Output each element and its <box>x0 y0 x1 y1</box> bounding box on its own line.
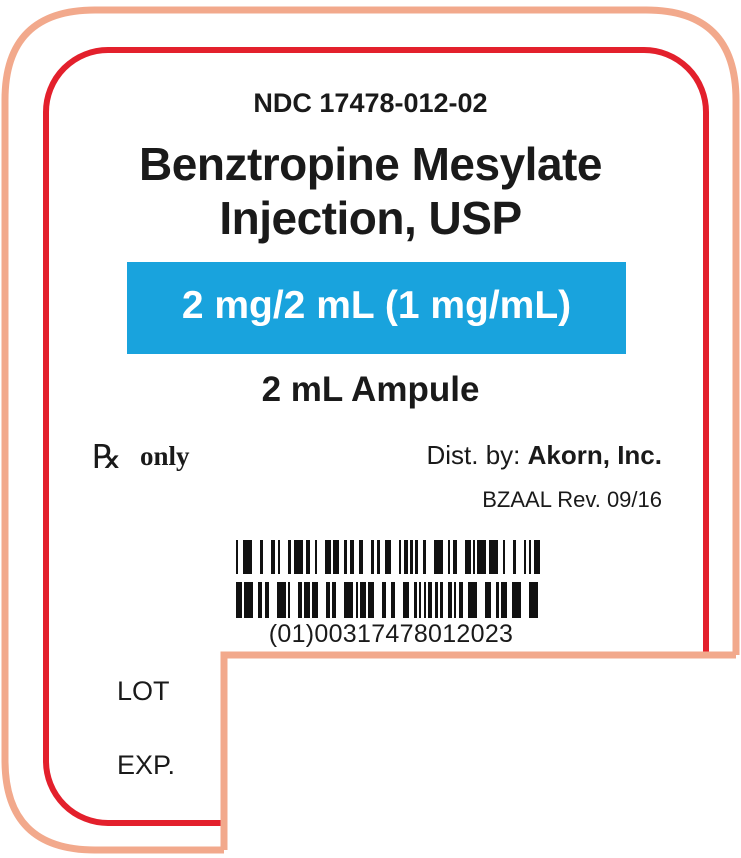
barcode-bar <box>298 582 302 618</box>
barcode-bar <box>524 540 526 574</box>
barcode-bar <box>244 582 253 618</box>
barcode-bar <box>265 582 269 618</box>
barcode-bar <box>414 582 417 618</box>
cutout-edge <box>220 651 736 850</box>
barcode-bar <box>356 582 358 618</box>
drug-name: Benztropine Mesylate <box>139 138 602 190</box>
barcode-bar <box>424 582 426 618</box>
barcode-bar <box>304 582 310 618</box>
barcode-bar <box>410 540 413 574</box>
barcode-bar <box>448 540 450 574</box>
outer-border <box>1 6 740 854</box>
barcode-bar <box>485 582 491 618</box>
barcode-bar <box>468 582 477 618</box>
barcode-bar <box>271 540 275 574</box>
barcode-bar <box>377 540 380 574</box>
barcode-bar <box>529 582 538 618</box>
barcode-bar <box>501 582 507 618</box>
barcode-bar <box>419 582 421 618</box>
barcode-bar <box>306 540 310 574</box>
revision-code: BZAAL Rev. 09/16 <box>482 487 662 512</box>
barcode-bar <box>448 582 452 618</box>
barcode-bar <box>258 582 262 618</box>
barcode-bar <box>503 540 505 574</box>
barcode-bar <box>360 582 366 618</box>
barcode-bar <box>477 540 486 574</box>
barcode-bar <box>260 540 263 574</box>
barcode-bar <box>359 540 363 574</box>
barcode-bar <box>434 540 443 574</box>
barcode-bar <box>489 540 498 574</box>
barcode-bar <box>333 540 339 574</box>
barcode-bar <box>529 540 531 574</box>
barcode-bar <box>278 540 280 574</box>
barcode-number: (01)00317478012023 <box>268 620 514 648</box>
rx-only-text: only <box>140 441 190 471</box>
barcode-bar <box>382 582 386 618</box>
barcode-bar <box>473 540 475 574</box>
barcode-bar <box>403 582 409 618</box>
barcode-bar <box>391 582 395 618</box>
barcode-bar <box>325 540 331 574</box>
barcode-bar <box>326 582 330 618</box>
exp-label: EXP. <box>117 750 176 780</box>
barcode-bar <box>454 582 456 618</box>
barcode-bar <box>288 582 290 618</box>
barcode-bar <box>368 582 374 618</box>
barcode-bar <box>385 540 391 574</box>
dist-prefix: Dist. by: <box>426 440 528 470</box>
ndc-number: NDC 17478-012-02 <box>253 88 488 118</box>
barcode-bar <box>459 582 463 618</box>
package-size: 2 mL Ampule <box>261 370 480 409</box>
barcode-bar <box>534 540 540 574</box>
barcode-bar <box>399 540 401 574</box>
distributor-name: Akorn, Inc. <box>527 440 662 470</box>
barcode-bar <box>435 582 438 618</box>
barcode-bar <box>243 540 252 574</box>
barcode-bar <box>350 540 354 574</box>
barcode-bar <box>423 540 426 574</box>
barcode-bar <box>236 582 242 618</box>
distributor-line: Dist. by: Akorn, Inc. <box>427 440 663 471</box>
barcode-bar <box>512 582 521 618</box>
barcode-bar <box>496 582 499 618</box>
barcode-bar <box>415 540 418 574</box>
barcode-bar <box>312 582 318 618</box>
dosage-form: Injection, USP <box>219 192 522 244</box>
barcode-bar <box>440 582 443 618</box>
strength-text: 2 mg/2 mL (1 mg/mL) <box>181 284 572 327</box>
barcode-bar <box>465 540 471 574</box>
barcode-bar <box>404 540 408 574</box>
barcode-bar <box>236 540 238 574</box>
rx-icon: ℞ <box>92 440 122 476</box>
barcode-bar <box>428 582 432 618</box>
barcode-bar <box>315 540 317 574</box>
barcode-bar <box>332 582 336 618</box>
strength-band <box>127 262 626 354</box>
barcode-bar <box>344 582 353 618</box>
barcode-bar <box>288 540 291 574</box>
barcode-bar <box>453 540 457 574</box>
barcode-bar <box>371 540 374 574</box>
barcode-bar <box>294 540 303 574</box>
lot-label: LOT <box>117 676 170 706</box>
barcode-bar <box>344 540 347 574</box>
barcode-bar <box>277 582 286 618</box>
label-cutout <box>224 655 741 858</box>
barcode-icon <box>236 540 540 618</box>
barcode-bar <box>513 540 516 574</box>
